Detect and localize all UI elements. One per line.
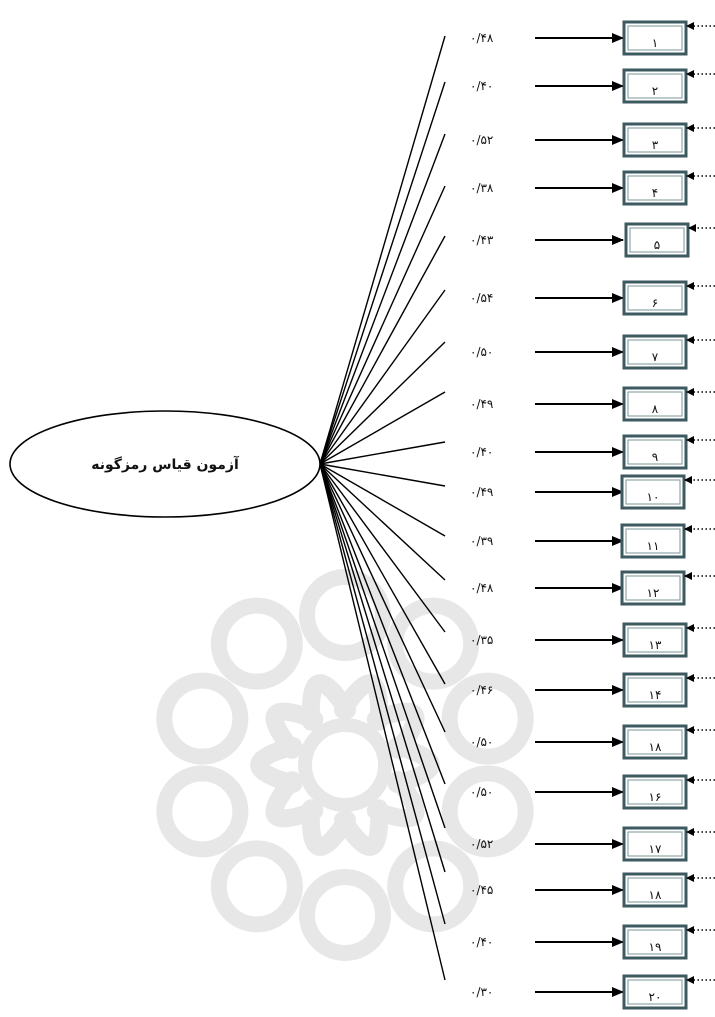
- loading-line: [320, 236, 445, 464]
- loading-line: [320, 134, 445, 464]
- latent-label: آزمون قیاس رمزگونه: [91, 455, 240, 473]
- loading-value: ۰/۴۶: [470, 683, 493, 697]
- indicator-number: ۹: [652, 450, 658, 464]
- loading-value: ۰/۴۹: [470, 397, 493, 411]
- loading-line: [320, 464, 445, 580]
- watermark-ring: [164, 681, 240, 757]
- indicator-number: ۱: [652, 36, 658, 50]
- indicator-row: ۰/۴۵ ۱۸: [470, 874, 715, 906]
- indicator-row: ۰/۳۸ ۴: [470, 172, 715, 204]
- loading-value: ۰/۴۸: [470, 581, 494, 595]
- indicator-number: ۸: [652, 402, 659, 416]
- indicator-row: ۰/۴۰ ۱۹: [470, 926, 715, 958]
- loading-line: [320, 36, 445, 464]
- indicator-number: ۳: [652, 138, 659, 152]
- indicator-number: ۱۲: [647, 586, 660, 600]
- indicator-number: ۱۸: [649, 740, 662, 754]
- loading-value: ۰/۴۹: [470, 485, 493, 499]
- indicator-number: ۴: [652, 186, 658, 200]
- indicator-row: ۰/۳۹ ۱۱: [470, 525, 715, 557]
- indicator-row: ۰/۴۹ ۱۰: [470, 476, 715, 508]
- indicator-row: ۰/۴۹ ۸: [470, 388, 715, 420]
- loading-line: [320, 186, 445, 464]
- loading-value: ۰/۴۳: [470, 233, 494, 247]
- loading-line: [320, 464, 445, 784]
- watermark-center: [305, 725, 385, 805]
- indicator-row: ۰/۴۸ ۱: [470, 22, 715, 54]
- indicator-row: ۰/۳۵ ۱۳: [470, 624, 715, 656]
- loading-value: ۰/۵۲: [470, 837, 493, 851]
- indicator-row: ۰/۳۰ ۲۰: [470, 976, 715, 1008]
- watermark-ring: [219, 848, 295, 924]
- indicator-row: ۰/۴۰ ۲: [470, 70, 715, 102]
- watermark-ring: [164, 773, 240, 849]
- indicator-number: ۱۰: [647, 490, 660, 504]
- indicator-number: ۱۹: [649, 940, 662, 954]
- indicator-number: ۱۴: [649, 688, 662, 702]
- indicator-row: ۰/۴۸ ۱۲: [470, 572, 715, 604]
- watermark-ring: [395, 848, 471, 924]
- indicator-row: ۰/۵۰ ۷: [470, 336, 715, 368]
- indicator-number: ۱۶: [649, 790, 662, 804]
- loading-line: [320, 290, 445, 464]
- loading-value: ۰/۵۰: [470, 735, 493, 749]
- loading-value: ۰/۳۹: [470, 534, 493, 548]
- indicator-number: ۲: [652, 84, 658, 98]
- loading-value: ۰/۴۵: [470, 883, 493, 897]
- watermark-ring: [307, 877, 383, 953]
- indicator-number: ۱۷: [649, 842, 662, 856]
- latent-variable: آزمون قیاس رمزگونه: [10, 411, 320, 517]
- loading-value: ۰/۵۲: [470, 133, 493, 147]
- loading-value: ۰/۳۵: [470, 633, 493, 647]
- loading-value: ۰/۳۰: [470, 985, 493, 999]
- loading-value: ۰/۴۰: [470, 79, 493, 93]
- indicator-rows: ۰/۴۸ ۱ ۰/۴۰ ۲ ۰/۵۲ ۳ ۰/۳۸ ۴ ۰/۴۳ ۵ ۰/۵۴ ۶ ۰/۵۰ ۷ ۰/۴۹ ۸…: [470, 22, 715, 1008]
- loading-value: ۰/۴۰: [470, 935, 493, 949]
- loading-value: ۰/۴۰: [470, 445, 493, 459]
- indicator-row: ۰/۵۲ ۳: [470, 124, 715, 156]
- indicator-row: ۰/۵۴ ۶: [470, 282, 715, 314]
- loading-value: ۰/۵۴: [470, 291, 493, 305]
- loading-value: ۰/۵۰: [470, 785, 493, 799]
- loading-line: [320, 82, 445, 464]
- indicator-row: ۰/۴۰ ۹: [470, 436, 715, 468]
- loading-value: ۰/۵۰: [470, 345, 493, 359]
- indicator-number: ۱۸: [649, 888, 662, 902]
- indicator-number: ۷: [652, 350, 659, 364]
- watermark-ring: [219, 606, 295, 682]
- indicator-number: ۲۰: [649, 990, 662, 1004]
- loading-value: ۰/۳۸: [470, 181, 494, 195]
- indicator-number: ۱۱: [647, 539, 660, 553]
- indicator-number: ۶: [652, 296, 658, 310]
- indicator-number: ۵: [654, 238, 660, 252]
- indicator-number: ۱۳: [649, 638, 662, 652]
- loading-value: ۰/۴۸: [470, 31, 494, 45]
- indicator-row: ۰/۴۳ ۵: [470, 224, 715, 256]
